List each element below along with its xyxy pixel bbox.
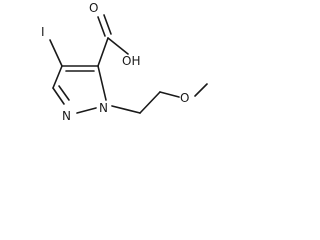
bond-oxygen-ch3: [194, 83, 208, 97]
bond-n1-ch2: [111, 105, 141, 114]
bond-n2-c3-double-inner: [58, 85, 70, 101]
atom-ring-n-right: N: [99, 101, 108, 115]
atom-ring-n-left: N: [62, 109, 71, 123]
bond-ch2-oxygen: [159, 91, 180, 98]
atom-acid-hydroxyl: OH: [122, 54, 140, 68]
molecule-drawing: I O OH N N O: [0, 0, 210, 143]
atom-iodine: I: [41, 25, 45, 39]
bond-ch2-ch2: [139, 91, 161, 114]
bond-c4-iodine: [49, 39, 63, 67]
bond-n1-n2: [76, 107, 97, 114]
atom-acid-oxygen: O: [89, 1, 98, 15]
atom-ether-oxygen: O: [180, 91, 189, 105]
bond-carboxyl-o-double-inner: [103, 14, 112, 35]
bond-c5-carboxyl: [97, 37, 109, 67]
structure-canvas: I O OH N N O: [41, 1, 208, 123]
bond-c3-c4: [52, 65, 63, 89]
bond-n2-c3-double: [52, 87, 65, 105]
bond-c5-n1: [97, 65, 107, 101]
bond-carboxyl-oh: [107, 37, 129, 55]
bond-carboxyl-o-double: [97, 16, 106, 37]
